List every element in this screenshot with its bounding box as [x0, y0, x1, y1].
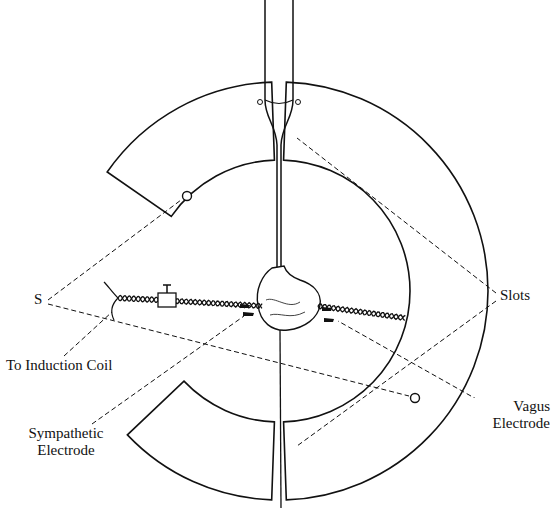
part-label: Vagus Electrode — [462, 398, 552, 433]
leader-line — [48, 200, 181, 300]
leader-line — [64, 312, 112, 356]
leader-line — [297, 138, 496, 293]
vagus-wire — [318, 305, 405, 320]
screw-hole — [183, 192, 192, 201]
clamp-screw — [163, 285, 171, 293]
cannula-rim — [265, 100, 293, 104]
cannula — [265, 0, 293, 268]
electrode-tip — [322, 307, 332, 311]
leader-line — [48, 304, 409, 396]
cannula-tie — [296, 100, 301, 105]
vagus-wire — [318, 304, 405, 321]
coil-wire — [118, 296, 160, 303]
sympathetic-wire — [175, 299, 262, 308]
screw-hole — [411, 394, 420, 403]
electrode-tip — [243, 312, 254, 316]
sympathetic-wire — [175, 299, 262, 309]
heart-shading — [266, 299, 305, 315]
part-label: S — [32, 291, 44, 308]
upper-left-ring-piece — [107, 82, 274, 216]
electrode-tip — [240, 304, 250, 308]
part-label: To Induction Coil — [4, 357, 114, 374]
cannula-tie — [258, 100, 263, 105]
part-label: Sympathetic Electrode — [14, 425, 118, 460]
part-label: Slots — [498, 287, 532, 304]
leader-line — [92, 316, 244, 424]
heart — [257, 266, 320, 330]
electrode-tip — [324, 318, 334, 322]
leader-line — [338, 321, 478, 400]
wire-clamp — [158, 293, 176, 307]
wire-ends — [104, 282, 118, 320]
lower-left-ring-piece — [127, 381, 274, 500]
thread — [280, 330, 281, 508]
coil-wire — [118, 296, 160, 303]
